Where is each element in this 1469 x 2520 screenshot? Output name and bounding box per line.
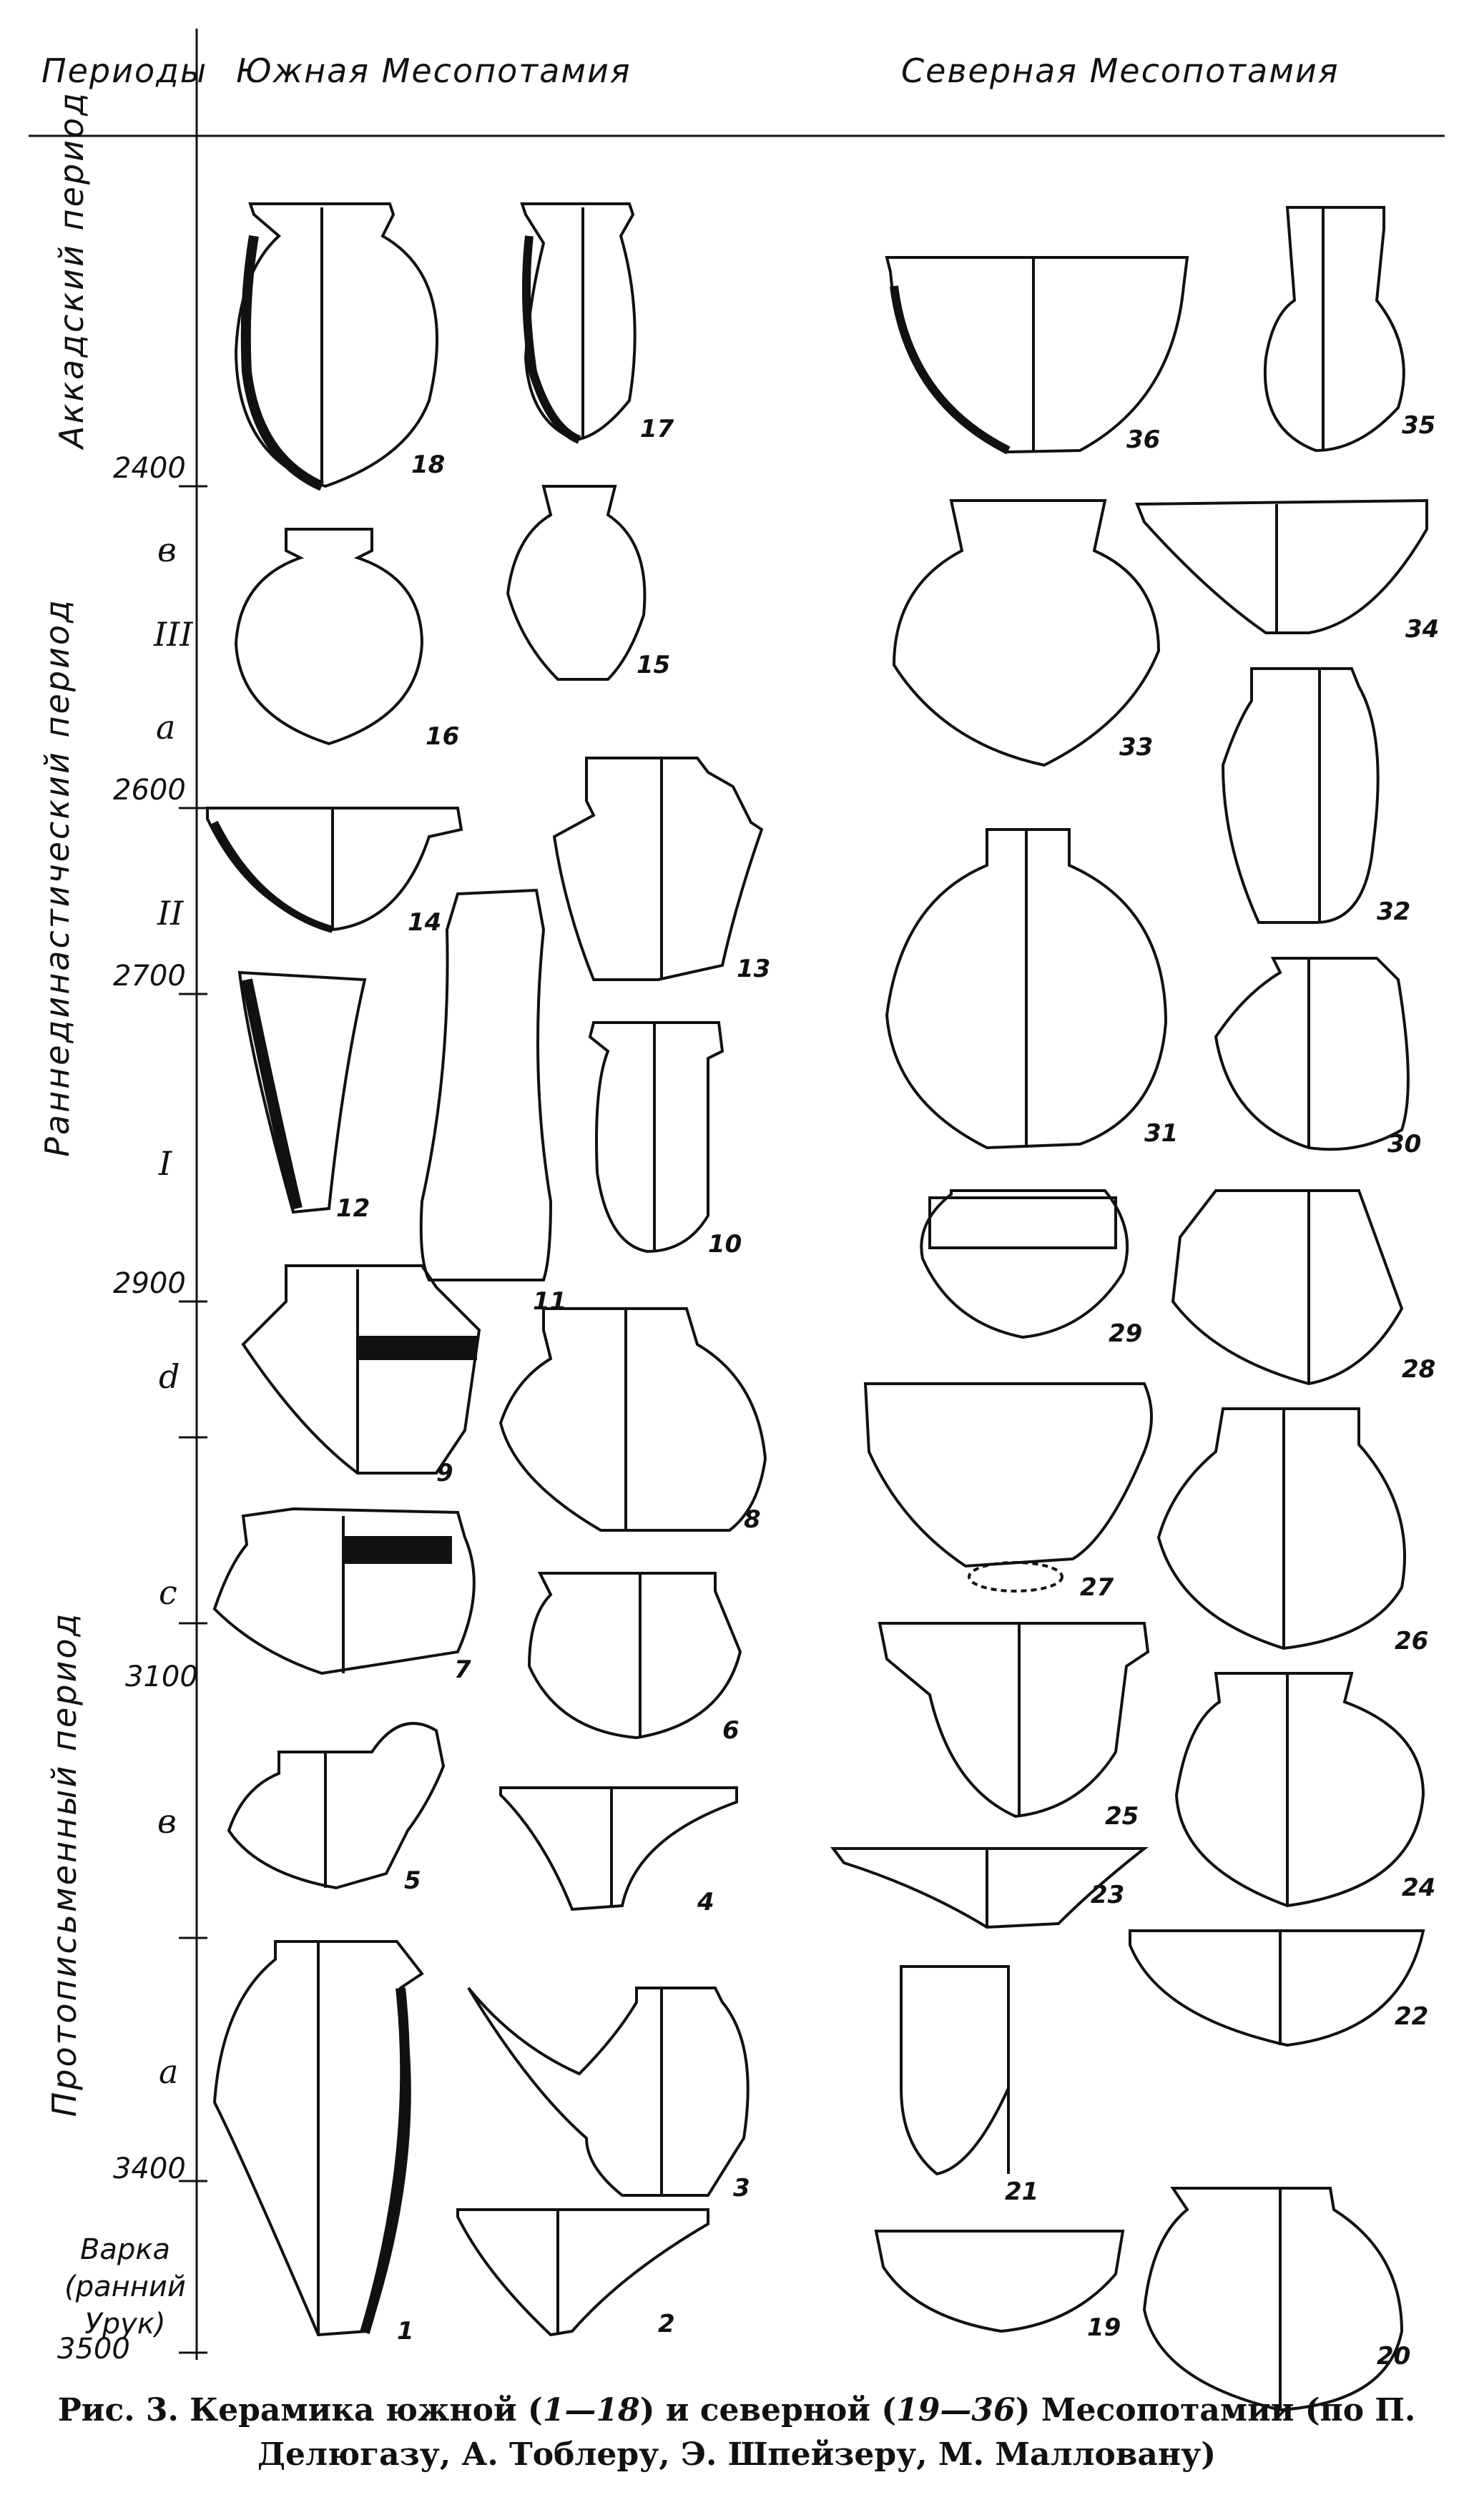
subphase-label: а	[156, 708, 176, 747]
year-label: 2900	[113, 1267, 186, 1300]
year-label: 2600	[113, 774, 186, 807]
vessel-number-6: 6	[722, 1716, 740, 1745]
year-label: 3500	[57, 2333, 130, 2366]
vessel-number-4: 4	[697, 1888, 714, 1916]
vessel-number-30: 30	[1387, 1130, 1422, 1158]
subphase-label: a	[159, 2052, 179, 2091]
vessel-number-8: 8	[744, 1505, 761, 1534]
vessel-number-24: 24	[1402, 1874, 1436, 1902]
vessel-number-20: 20	[1377, 2342, 1411, 2371]
vessel-number-18: 18	[411, 451, 446, 479]
vessel-number-27: 27	[1080, 1573, 1114, 1602]
protoliterate-period-label: Протописьменный период	[45, 1611, 84, 2117]
vessel-number-32: 32	[1377, 897, 1411, 926]
south-mesopotamia-header: Южная Месопотамия	[236, 51, 632, 90]
vessel-number-28: 28	[1402, 1355, 1436, 1384]
subphase-label: I	[159, 1144, 172, 1183]
vessel-number-9: 9	[436, 1459, 453, 1487]
north-mesopotamia-header: Северная Месопотамия	[901, 51, 1340, 90]
vessel-number-12: 12	[336, 1194, 370, 1223]
vessel-number-10: 10	[708, 1230, 742, 1259]
vessel-number-22: 22	[1395, 2002, 1429, 2031]
vessel-number-16: 16	[426, 722, 460, 751]
vessel-number-5: 5	[404, 1866, 421, 1895]
vessel-number-33: 33	[1119, 733, 1154, 762]
vessel-drawings	[206, 202, 1428, 2412]
figure-caption: Рис. 3. Керамика южной (1—18) и северной…	[57, 2392, 1416, 2473]
vessel-number-31: 31	[1144, 1119, 1179, 1148]
subphase-label: в	[157, 531, 177, 569]
vessel-number-11: 11	[533, 1287, 567, 1316]
early-dynastic-period-label: Раннединастический период	[38, 598, 77, 1157]
vessel-number-2: 2	[658, 2310, 675, 2338]
periods-header: Периоды	[41, 51, 208, 90]
subphase-label: d	[159, 1357, 180, 1396]
vessel-number-3: 3	[733, 2174, 750, 2202]
grid-lines	[29, 29, 1445, 2360]
vessel-number-35: 35	[1402, 411, 1436, 440]
vessel-number-14: 14	[408, 908, 442, 937]
vessel-number-7: 7	[454, 1655, 471, 1684]
vessel-number-19: 19	[1087, 2313, 1121, 2342]
vessel-number-13: 13	[737, 955, 771, 983]
subphase-label: III	[154, 615, 193, 654]
vessel-number-1: 1	[397, 2317, 414, 2346]
year-label: 2700	[113, 960, 186, 993]
vessel-number-15: 15	[637, 651, 671, 679]
vessel-number-23: 23	[1091, 1881, 1125, 1909]
akkad-period-label: Аккадский период	[52, 91, 91, 448]
vessel-number-25: 25	[1105, 1802, 1139, 1831]
year-label: 3100	[125, 1660, 198, 1693]
vessel-number-21: 21	[1005, 2177, 1039, 2206]
subphase-label: c	[159, 1573, 177, 1612]
year-label: 2400	[113, 452, 186, 485]
subphase-label: II	[157, 894, 184, 932]
vessel-number-34: 34	[1405, 615, 1440, 644]
vessel-number-29: 29	[1109, 1319, 1143, 1348]
vessel-number-36: 36	[1126, 425, 1161, 454]
year-label: 3400	[113, 2152, 186, 2185]
subphase-label: в	[157, 1802, 177, 1841]
vessel-number-17: 17	[640, 415, 674, 443]
vessel-number-26: 26	[1395, 1627, 1429, 1655]
uruk-period-label: Варка (ранний Урук)	[64, 2233, 186, 2341]
